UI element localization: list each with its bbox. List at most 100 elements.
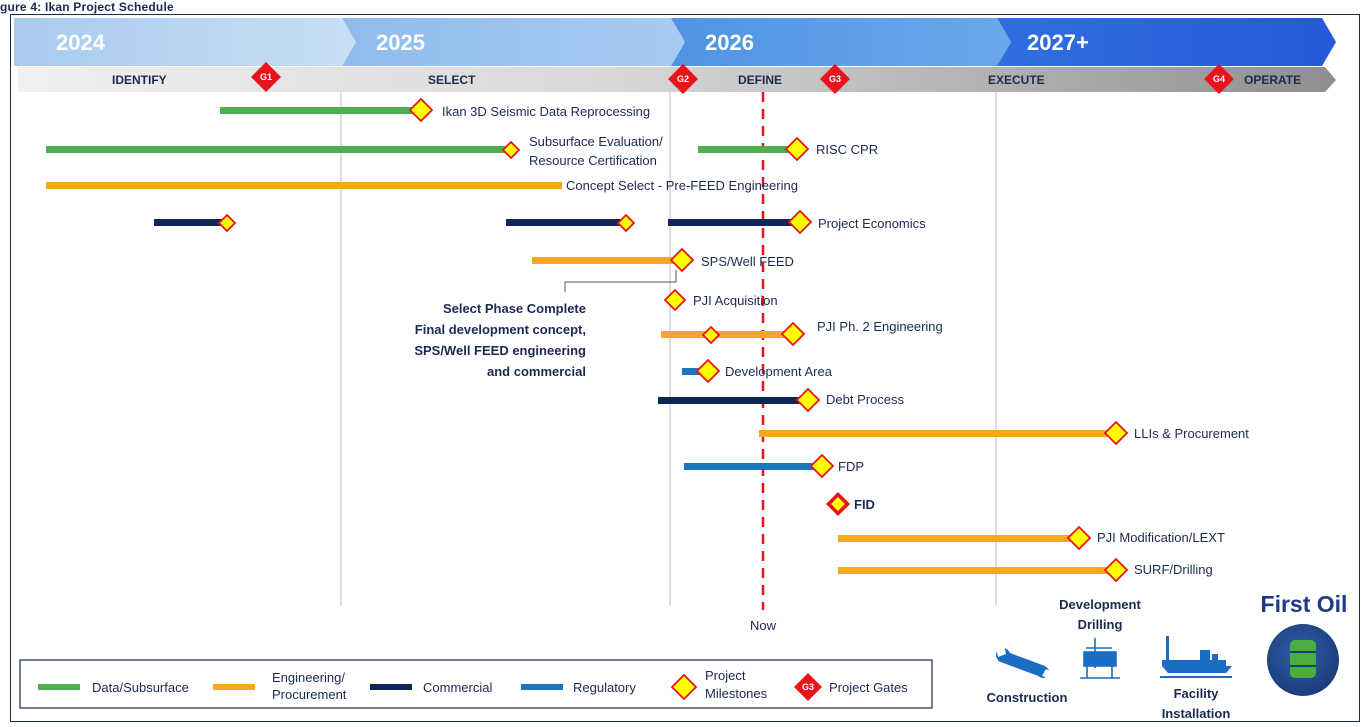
bar-economics-3: [668, 219, 799, 226]
legend-milestones-1: Project: [705, 668, 746, 683]
gate-g3: G3: [820, 64, 850, 94]
legend-regulatory: Regulatory: [573, 680, 636, 695]
year-label-2025: 2025: [376, 30, 425, 55]
milestone-icon: [787, 209, 813, 235]
milestone-icon: [780, 321, 806, 347]
milestone-icon: [408, 97, 434, 123]
note-line-1: Final development concept,: [415, 322, 586, 337]
phase-execute: EXECUTE: [988, 73, 1045, 87]
milestone-icon: [501, 140, 521, 160]
gate-g2: G2: [668, 64, 698, 94]
label-sps: SPS/Well FEED: [701, 254, 794, 269]
wrench-icon: [996, 645, 1052, 678]
year-segment-2024: [14, 18, 356, 66]
now-label: Now: [750, 618, 777, 633]
phase-bar: IDENTIFY SELECT DEFINE EXECUTE OPERATE G…: [18, 62, 1336, 94]
note-line-2: SPS/Well FEED engineering: [414, 343, 586, 358]
bar-sps: [532, 257, 682, 264]
legend-swatch-engineering: [213, 684, 255, 690]
year-label-2026: 2026: [705, 30, 754, 55]
svg-text:G2: G2: [677, 74, 689, 84]
bar-subsurface: [46, 146, 511, 153]
bar-concept: [46, 182, 562, 189]
year-banner: 2024 2025 2026 2027+: [14, 18, 1336, 66]
label-economics: Project Economics: [818, 216, 926, 231]
facility-vessel-icon: [1160, 636, 1232, 678]
label-subsurface-2: Resource Certification: [529, 153, 657, 168]
label-pji-acq: PJI Acquisition: [693, 293, 778, 308]
legend-swatch-commercial: [370, 684, 412, 690]
label-debt: Debt Process: [826, 392, 905, 407]
phase-operate: OPERATE: [1244, 73, 1301, 87]
label-llis: LLIs & Procurement: [1134, 426, 1249, 441]
bar-risc: [698, 146, 797, 153]
label-surf: SURF/Drilling: [1134, 562, 1213, 577]
oil-barrel-icon: [1267, 624, 1339, 696]
legend-eng-2: Procurement: [272, 687, 347, 702]
figure-caption: gure 4: Ikan Project Schedule: [0, 0, 174, 14]
label-dev-area: Development Area: [725, 364, 833, 379]
bar-debt: [658, 397, 808, 404]
label-seismic: Ikan 3D Seismic Data Reprocessing: [442, 104, 650, 119]
note-title: Select Phase Complete: [443, 301, 586, 316]
year-gridlines: [340, 92, 997, 606]
milestone-icon: [795, 387, 821, 413]
phase-select: SELECT: [428, 73, 476, 87]
milestone-icon: [695, 358, 721, 384]
svg-text:G1: G1: [260, 72, 272, 82]
drilling-rig-icon: [1080, 638, 1120, 679]
label-concept: Concept Select - Pre-FEED Engineering: [566, 178, 798, 193]
note-line-3: and commercial: [487, 364, 586, 379]
year-segment-2025: [342, 18, 685, 66]
legend-swatch-regulatory: [521, 684, 563, 690]
gate-g4: G4: [1204, 64, 1234, 94]
milestone-icon: [784, 136, 810, 162]
label-facility-1: Facility: [1174, 686, 1220, 701]
legend-gate-icon: G3: [794, 673, 822, 701]
bar-surf: [838, 567, 1116, 574]
label-subsurface-1: Subsurface Evaluation/: [529, 134, 663, 149]
milestone-icon: [669, 247, 695, 273]
label-first-oil: First Oil: [1261, 591, 1348, 617]
bar-fdp: [684, 463, 822, 470]
milestone-icon: [616, 213, 636, 233]
phase-identify: IDENTIFY: [112, 73, 167, 87]
milestone-icon: [1066, 525, 1092, 551]
milestone-icon: [217, 213, 237, 233]
label-pji-mod: PJI Modification/LEXT: [1097, 530, 1225, 545]
phase-define: DEFINE: [738, 73, 782, 87]
label-facility-2: Installation: [1162, 706, 1231, 721]
year-label-2027: 2027+: [1027, 30, 1089, 55]
milestone-icon: [663, 288, 687, 312]
legend-milestone-icon: [670, 673, 698, 701]
select-phase-note: Select Phase Complete Final development …: [414, 270, 677, 379]
legend-commercial: Commercial: [423, 680, 492, 695]
bar-dev-area: [682, 368, 708, 375]
gate-g1: G1: [251, 62, 281, 92]
bar-economics-1: [154, 219, 227, 226]
legend-data: Data/Subsurface: [92, 680, 189, 695]
label-pji-ph2: PJI Ph. 2 Engineering: [817, 319, 943, 334]
milestone-icon: [1103, 420, 1129, 446]
legend-eng-1: Engineering/: [272, 670, 345, 685]
svg-text:G3: G3: [802, 682, 814, 692]
svg-text:G4: G4: [1213, 74, 1225, 84]
label-risc: RISC CPR: [816, 142, 878, 157]
bar-seismic: [220, 107, 420, 114]
label-fdp: FDP: [838, 459, 864, 474]
task-labels: Ikan 3D Seismic Data Reprocessing Subsur…: [442, 104, 1249, 577]
milestones: [217, 97, 1129, 583]
bar-pji-mod: [838, 535, 1079, 542]
label-dev-drilling-2: Drilling: [1078, 617, 1123, 632]
label-construction: Construction: [987, 690, 1068, 705]
label-fid: FID: [854, 497, 875, 512]
svg-text:G3: G3: [829, 74, 841, 84]
bar-economics-2: [506, 219, 626, 226]
label-dev-drilling-1: Development: [1059, 597, 1141, 612]
year-segment-2026: [671, 18, 1011, 66]
bar-pji-ph2: [661, 331, 793, 338]
task-bars: [46, 107, 1116, 574]
year-segment-2027: [997, 18, 1336, 66]
milestone-icon: [701, 325, 721, 345]
legend-milestones-2: Milestones: [705, 686, 768, 701]
